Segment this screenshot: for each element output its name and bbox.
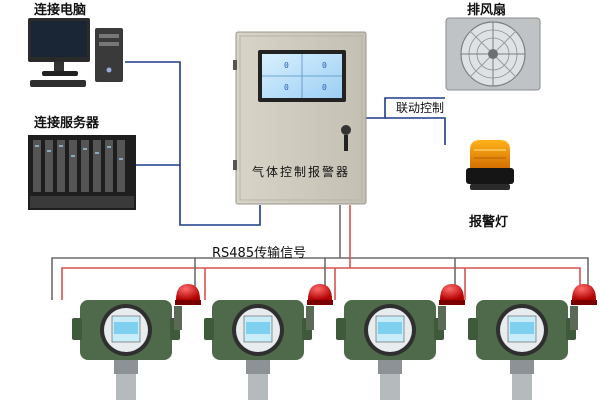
label-link-control: 联动控制	[396, 101, 445, 115]
alarm-lamp	[466, 140, 514, 190]
control-cabinet	[233, 31, 367, 205]
label-pc: 连接电脑	[34, 3, 87, 18]
pc-link-line	[125, 61, 261, 226]
exhaust-fan	[445, 17, 541, 91]
label-server: 连接服务器	[34, 116, 100, 131]
screen-readout: 0	[322, 83, 327, 92]
label-fan: 排风扇	[467, 3, 507, 18]
label-bus: RS485传输信号	[212, 246, 307, 261]
alarm-link-line	[385, 117, 446, 145]
gas-detector	[72, 284, 201, 400]
gas-detector	[336, 284, 465, 400]
gas-detector	[204, 284, 333, 400]
label-cabinet: 气体控制报警器	[252, 165, 351, 179]
bus-gray-line-2	[340, 257, 589, 300]
gas-detector	[468, 284, 597, 400]
screen-readout: 0	[284, 61, 289, 70]
label-alarm-lamp: 报警灯	[469, 215, 509, 230]
server-rack	[28, 135, 136, 210]
screen-readout: 0	[322, 61, 327, 70]
bus-gray-line	[51, 205, 341, 300]
detector-group	[72, 284, 597, 400]
cabinet-screen: 0 0 0 0	[284, 61, 327, 92]
screen-readout: 0	[284, 83, 289, 92]
desktop-computer	[28, 18, 123, 87]
wires	[51, 61, 589, 300]
bus-red-line	[61, 205, 351, 300]
